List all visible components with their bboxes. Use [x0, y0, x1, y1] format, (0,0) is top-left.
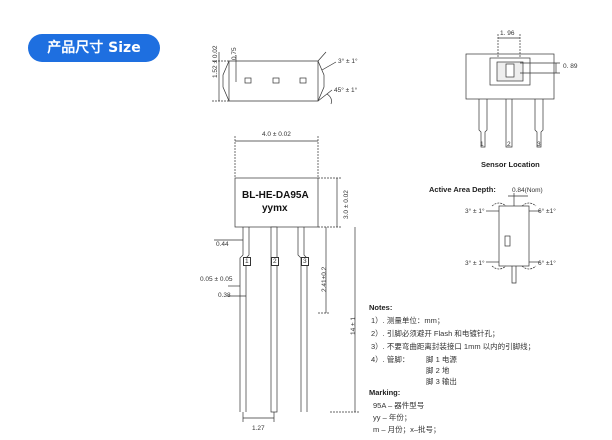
marking-item: 95A – 器件型号: [373, 401, 425, 410]
part-number: BL-HE-DA95A: [242, 190, 309, 201]
lead-thickness-dim: 0.05 ± 0.05: [200, 276, 233, 283]
pin-function: 脚 1 电源: [426, 355, 457, 364]
note-item: 1）. 测量单位：mm；: [371, 316, 445, 325]
pitch-dim: 1.27: [252, 425, 265, 432]
angle-top-right: 6° ±1°: [538, 208, 556, 215]
sensor-location-drawing: [465, 34, 560, 148]
note-item: 2）. 引脚必须避开 Flash 和电镀针孔；: [371, 329, 500, 338]
pin-label-2: 2: [271, 257, 279, 267]
body-height-dim: 3.0 ± 0.02: [343, 190, 350, 219]
active-depth-dim: 0.84(Nom): [512, 187, 543, 194]
sensor-pin-1: 1: [480, 141, 484, 148]
pin-label-1: 1: [243, 257, 251, 267]
angle-bottom-right: 6° ±1°: [538, 260, 556, 267]
note-item: 3）. 不要弯曲距离封装接口 1mm 以内的引脚线；: [371, 342, 536, 351]
front-view-package: [214, 136, 359, 422]
notes-title: Notes:: [369, 303, 393, 312]
standoff-dim: 2.41±0.2: [321, 266, 328, 292]
top-angle-label: 3° ± 1°: [338, 58, 358, 65]
sensor-pin-3: 3: [537, 141, 541, 148]
marking-item: m – 月份；x–批号；: [373, 425, 441, 434]
pin-label-3: 3: [301, 257, 309, 267]
top-height-dim: 1.52 ± 0.02: [212, 45, 219, 78]
sensor-pin-2: 2: [507, 141, 511, 148]
pin-function: 脚 3 输出: [426, 377, 457, 386]
marking-text: yymx: [262, 203, 288, 214]
width-dim: 4.0 ± 0.02: [262, 131, 291, 138]
bottom-angle-label: 45° ± 1°: [334, 87, 358, 94]
top-view-package: [212, 51, 337, 105]
note-item: 4）. 管脚：: [371, 355, 410, 364]
marking-title: Marking:: [369, 388, 401, 397]
top-inner-dim: 0.75: [231, 47, 238, 60]
active-area-title: Active Area Depth:: [429, 185, 496, 194]
sensor-offset-dim: 0. 89: [563, 63, 578, 70]
pin-function: 脚 2 地: [426, 366, 450, 375]
section-title: 产品尺寸 Size: [28, 34, 160, 62]
lead-offset-dim: 0.38: [218, 292, 231, 299]
marking-item: yy – 年份；: [373, 413, 412, 422]
sensor-location-title: Sensor Location: [481, 160, 540, 169]
sensor-width-dim: 1. 96: [500, 30, 515, 37]
lead-width-dim: 0.44: [216, 241, 229, 248]
active-area-drawing: [486, 193, 540, 284]
angle-bottom-left: 3° ± 1°: [465, 260, 485, 267]
angle-top-left: 3° ± 1°: [465, 208, 485, 215]
lead-length-dim: 14 ± 1: [350, 316, 357, 335]
